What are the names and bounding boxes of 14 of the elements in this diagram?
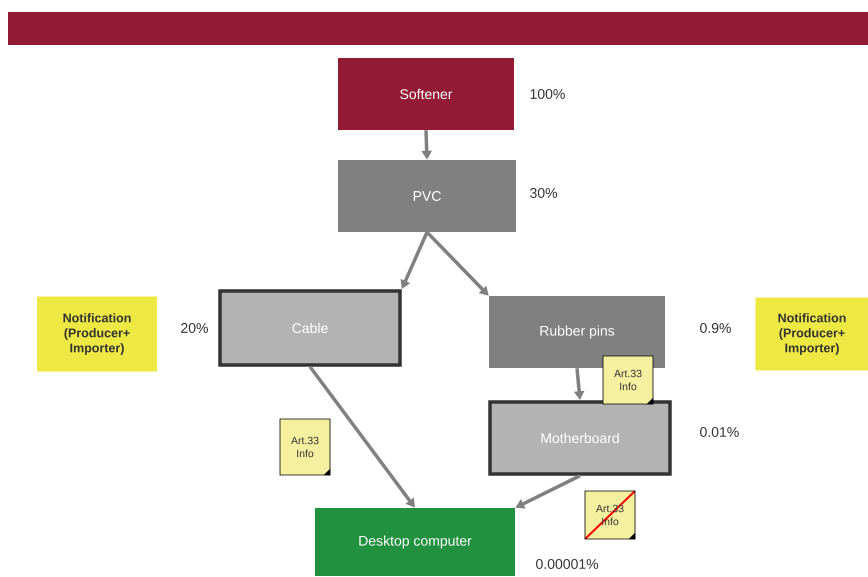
percentage-label: 30% (530, 188, 558, 198)
process-box: Softener (338, 58, 514, 130)
notification-box: Notification (Producer+ Importer) (756, 298, 868, 370)
process-box: Rubber pins (489, 296, 665, 368)
process-box: Motherboard (488, 400, 672, 476)
percentage-label: 100% (530, 89, 565, 99)
percentage-label: 20% (181, 323, 208, 333)
notification-box: Notification (Producer+ Importer) (37, 296, 157, 372)
process-box: Cable (218, 289, 402, 367)
percentage-label: 0.01% (700, 427, 739, 437)
process-box: PVC (338, 160, 516, 232)
percentage-label: 0.9% (700, 323, 731, 333)
percentage-label: 0.00001% (536, 559, 598, 569)
process-box: Desktop computer (315, 508, 515, 576)
